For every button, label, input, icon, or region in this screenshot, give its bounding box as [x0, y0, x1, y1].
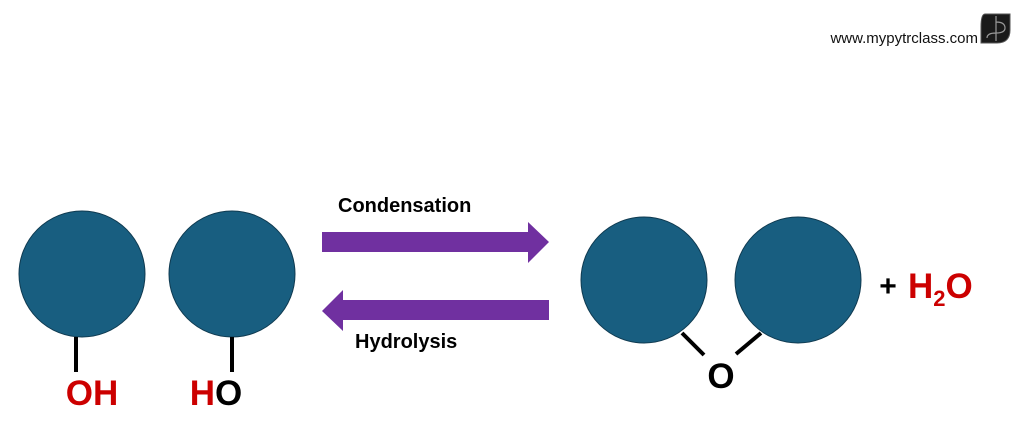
ho-hydrogen: H: [190, 374, 215, 413]
bridging-oxygen: O: [707, 357, 734, 396]
bond-product-1: [680, 331, 706, 357]
hydroxyl-group-right: HO: [190, 374, 243, 413]
monomer-left-2: [168, 210, 296, 338]
monomer-product-1: [580, 216, 708, 344]
oh-oxygen: O: [66, 374, 93, 413]
mypytrclass-logo-icon: [980, 13, 1011, 44]
hydrolysis-arrow: [322, 290, 549, 331]
bond-product-2: [734, 331, 763, 356]
water-oxygen: O: [946, 267, 973, 306]
hydrolysis-label: Hydrolysis: [355, 331, 457, 353]
water-molecule: H2O: [908, 267, 973, 311]
monomer-product-2: [734, 216, 862, 344]
monomer-left-1: [18, 210, 146, 338]
water-subscript: 2: [933, 286, 945, 311]
water-hydrogen: H: [908, 267, 933, 306]
watermark-url: www.mypytrclass.com: [829, 30, 978, 47]
plus-sign: +: [879, 270, 897, 303]
ho-oxygen: O: [215, 374, 242, 413]
condensation-arrow: [322, 222, 549, 263]
hydroxyl-group-left: OH: [66, 374, 119, 413]
condensation-label: Condensation: [338, 195, 471, 217]
oh-hydrogen: H: [93, 374, 118, 413]
